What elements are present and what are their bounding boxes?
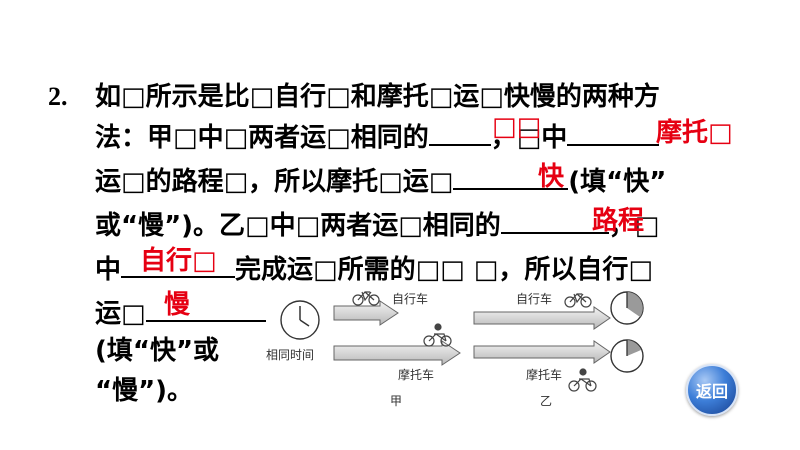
question-text: 或“慢”)。乙□中□两者运□相同的 <box>95 211 501 241</box>
question-number: 2. <box>48 82 68 111</box>
question-line-2: 法：甲□中□两者运□相同的 ，□中 <box>95 118 660 155</box>
question-line-7: (填“快”或 <box>95 336 220 366</box>
diagram-svg <box>280 291 644 392</box>
same-time-label: 相同时间 <box>266 348 315 362</box>
answer-blank <box>453 162 569 190</box>
bike-distance-arrow <box>473 306 611 330</box>
question-text: (填“快” <box>568 167 667 197</box>
moto-label: 摩托车 <box>398 368 435 382</box>
motorcycle-icon <box>568 368 597 392</box>
bike-label: 自行车 <box>516 292 553 306</box>
moto-label: 摩托车 <box>526 368 563 382</box>
answer-4: 路程 <box>592 206 645 236</box>
question-line-6: 运□ <box>95 294 266 331</box>
answer-3: 快 <box>538 162 565 192</box>
question-text: ，□中 <box>490 123 568 153</box>
question-text: 完成运□所需的□□ □，所以自行□ <box>235 255 653 285</box>
question-text: 运□ <box>95 299 146 329</box>
bike-distance-arrow <box>333 300 399 326</box>
bike-label: 自行车 <box>392 292 429 306</box>
answer-5: 自行□ <box>140 246 217 276</box>
question-line-8: “慢”)。 <box>95 376 194 406</box>
answer-blank <box>145 294 266 322</box>
clock-icon <box>610 339 644 373</box>
question-text: 运□的路程□，所以摩托□运□ <box>95 167 454 197</box>
answer-6: 慢 <box>164 290 191 320</box>
answer-blank <box>567 118 660 146</box>
question-line-4: 或“慢”)。乙□中□两者运□相同的 ，□ <box>95 206 659 243</box>
answer-1: □□ <box>492 112 542 142</box>
question-line-1: 如□所示是比□自行□和摩托□运□快慢的两种方 <box>95 82 660 112</box>
back-button[interactable]: 返回 <box>686 364 738 416</box>
caption-jia: 甲 <box>390 394 403 408</box>
answer-blank <box>121 250 236 278</box>
question-text: 法：甲□中□两者运□相同的 <box>95 123 429 153</box>
answer-2: 摩托□ <box>656 118 733 148</box>
answer-blank <box>500 206 609 234</box>
question-line-3: 运□的路程□，所以摩托□运□ (填“快” <box>95 162 666 199</box>
answer-blank <box>428 118 491 146</box>
caption-yi: 乙 <box>540 394 553 408</box>
clock-icon <box>610 291 644 325</box>
question-text: 中 <box>95 255 122 285</box>
comparison-diagram: 自行车 相同时间 摩托车 甲 自行车 摩托车 乙 <box>262 282 662 412</box>
motorcycle-icon <box>423 323 452 347</box>
question-text: ，□ <box>608 211 660 241</box>
moto-distance-arrow <box>333 340 461 366</box>
bicycle-icon <box>352 291 380 306</box>
clock-icon <box>280 300 320 340</box>
bicycle-icon <box>564 293 592 308</box>
moto-distance-arrow <box>473 340 611 364</box>
question-line-5: 中 完成运□所需的□□ □，所以自行□ <box>95 250 653 287</box>
